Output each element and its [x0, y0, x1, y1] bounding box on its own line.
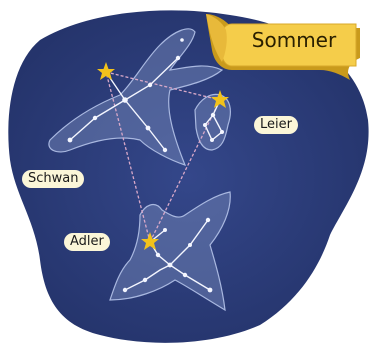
banner-title: Sommer	[232, 28, 356, 52]
constellation-label-adler: Adler	[64, 233, 110, 251]
constellation-label-schwan: Schwan	[22, 170, 84, 188]
constellation-label-leier: Leier	[254, 116, 298, 134]
